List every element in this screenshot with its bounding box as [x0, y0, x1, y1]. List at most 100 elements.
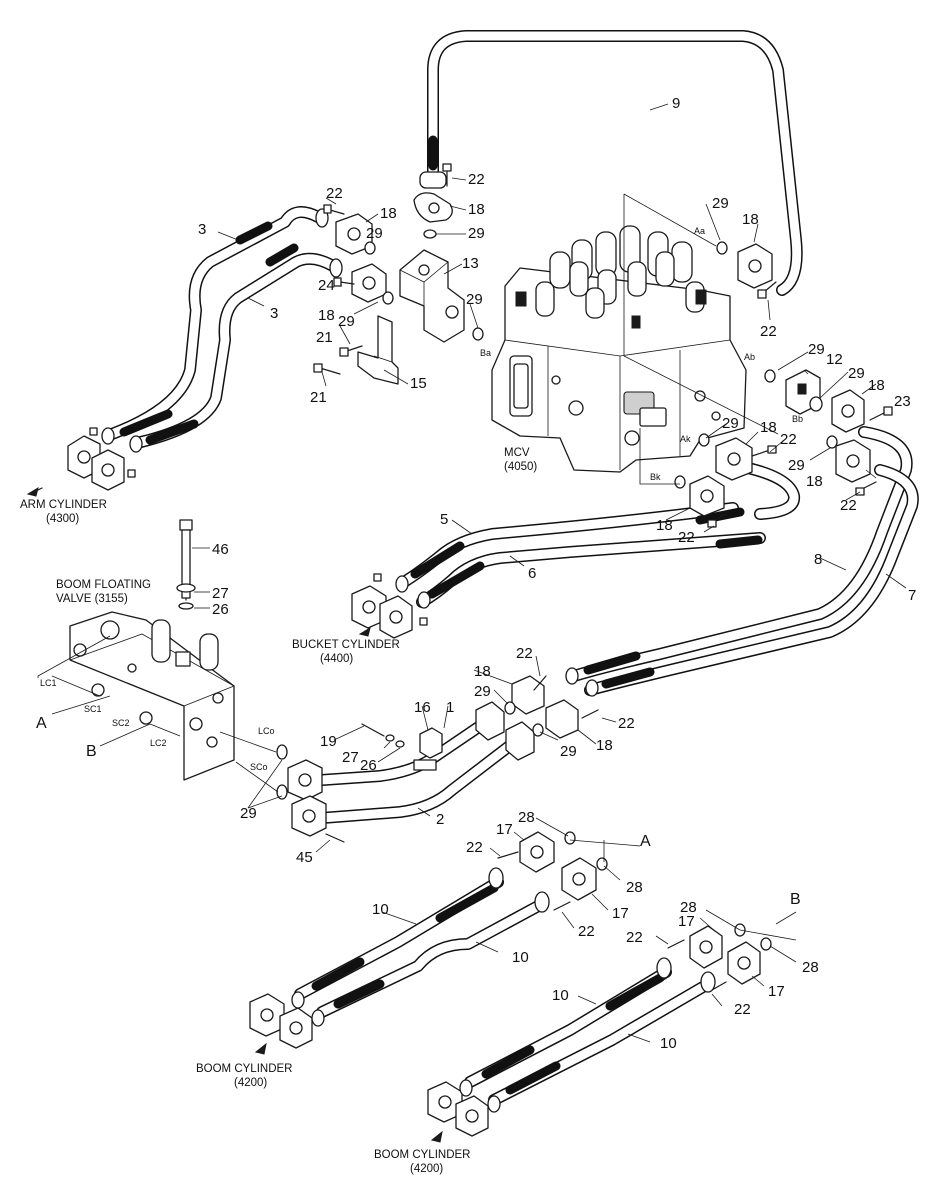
callout-7: 7	[908, 587, 916, 604]
port-ak: Ak	[680, 434, 691, 444]
caption-arm-cylinder: ARM CYLINDER	[20, 499, 107, 511]
caption-boom-cylinder-2-ref: (4200)	[410, 1163, 443, 1175]
o-rings-28	[564, 831, 772, 951]
pipe-2	[316, 738, 518, 824]
callout-5: 5	[440, 511, 448, 528]
port-sco: SCo	[250, 762, 268, 772]
ref-a-valve: A	[36, 715, 47, 732]
hose-10-b	[316, 898, 548, 1018]
caption-boom-floating-2: VALVE (3155)	[56, 593, 128, 605]
caption-boom-cylinder-2: BOOM CYLINDER	[374, 1149, 471, 1161]
callout-numbers: 9 3 3 22 18 29 22 18 29 13 24 18 29 29 2…	[198, 95, 916, 1052]
port-lco: LCo	[258, 726, 275, 736]
callout-13: 13	[462, 255, 479, 272]
bolts-lower	[325, 675, 727, 991]
callout-29-r2: 29	[848, 365, 865, 382]
callout-17-d: 17	[768, 983, 785, 1000]
callout-28-a: 28	[518, 809, 535, 826]
callout-22-r3: 22	[780, 431, 797, 448]
callout-29-mcv-top: 29	[712, 195, 729, 212]
port-ba: Ba	[480, 348, 491, 358]
flanges-17	[488, 831, 761, 993]
mcv-valve-block	[491, 225, 747, 473]
callout-22-mid-r: 22	[618, 715, 635, 732]
callout-18-r2: 18	[806, 473, 823, 490]
hose-3-upper	[106, 206, 324, 440]
callout-18-top: 18	[468, 201, 485, 218]
port-bk: Bk	[650, 472, 661, 482]
flange-18-right	[689, 243, 871, 517]
caption-arm-cylinder-ref: (4300)	[46, 513, 79, 525]
callout-1: 1	[446, 699, 454, 716]
callout-23: 23	[894, 393, 911, 410]
port-aa: Aa	[694, 226, 705, 236]
bracket-15	[357, 315, 399, 385]
callout-2: 2	[436, 811, 444, 828]
callout-28-c: 28	[680, 899, 697, 916]
port-labels: Aa Ba Ab Bb Ak Bk LC1 SC1 SC2 LC2 LCo SC…	[40, 226, 803, 772]
callout-22-r2: 22	[840, 497, 857, 514]
callout-26-mid: 26	[360, 757, 377, 774]
manifold-13	[399, 249, 465, 343]
o-rings-29-lower	[276, 744, 288, 800]
callout-29-r4: 29	[722, 415, 739, 432]
callout-10-a: 10	[372, 901, 389, 918]
callout-18-r3: 18	[760, 419, 777, 436]
callout-18-r4: 18	[656, 517, 673, 534]
callout-27-top: 27	[212, 585, 229, 602]
boom-cylinder-flanges	[249, 991, 501, 1143]
callout-29-center: 29	[466, 291, 483, 308]
callout-22-d: 22	[734, 1001, 751, 1018]
o-rings-29-upper	[364, 229, 838, 489]
callout-29-left: 29	[366, 225, 383, 242]
callout-12: 12	[826, 351, 843, 368]
callout-10-b: 10	[512, 949, 529, 966]
caption-boom-floating-1: BOOM FLOATING	[56, 579, 151, 591]
callout-18-mid-a: 18	[474, 663, 491, 680]
port-lc2: LC2	[150, 738, 167, 748]
callout-10-c: 10	[552, 987, 569, 1004]
callout-8: 8	[814, 551, 822, 568]
callout-22-b: 22	[578, 923, 595, 940]
callout-22-c: 22	[626, 929, 643, 946]
callout-26-top: 26	[212, 601, 229, 618]
caption-boom-cylinder-1-ref: (4200)	[234, 1077, 267, 1089]
callout-24: 24	[318, 277, 335, 294]
caption-boom-cylinder-1: BOOM CYLINDER	[196, 1063, 293, 1075]
callout-18-r1: 18	[868, 377, 885, 394]
component-captions: ARM CYLINDER (4300) MCV (4050) BOOM FLOA…	[20, 447, 537, 1175]
callout-21-a: 21	[316, 329, 333, 346]
ref-a-lower: A	[640, 833, 651, 850]
callout-18-left: 18	[380, 205, 397, 222]
callout-45: 45	[296, 849, 313, 866]
leader-lines	[37, 103, 907, 1043]
hose-armour-bands	[119, 135, 763, 1095]
callout-46: 46	[212, 541, 229, 558]
callout-22-top: 22	[468, 171, 485, 188]
callout-15: 15	[410, 375, 427, 392]
callout-29-top: 29	[468, 225, 485, 242]
callout-10-d: 10	[660, 1035, 677, 1052]
caption-mcv-ref: (4050)	[504, 461, 537, 473]
callout-9: 9	[672, 95, 680, 112]
callout-29-r1: 29	[808, 341, 825, 358]
callout-18-mid: 18	[318, 307, 335, 324]
callout-18-mid-b: 18	[596, 737, 613, 754]
callout-18-mcv-top: 18	[742, 211, 759, 228]
boom-floating-valve	[69, 519, 235, 781]
flange-18-left	[315, 208, 387, 303]
callout-21-b: 21	[310, 389, 327, 406]
callout-17-a: 17	[496, 821, 513, 838]
ref-b-valve: B	[86, 743, 97, 760]
callout-29-r3: 29	[788, 457, 805, 474]
callout-19: 19	[320, 733, 337, 750]
flange-18-top	[413, 171, 453, 223]
callout-29-mid-b: 29	[560, 743, 577, 760]
clamp-16	[413, 727, 443, 771]
callout-3-upper: 3	[198, 221, 206, 238]
bolts	[313, 163, 893, 528]
bucket-cylinder-flanges	[351, 573, 431, 639]
port-sc1: SC1	[84, 704, 102, 714]
callout-17-c: 17	[678, 913, 695, 930]
